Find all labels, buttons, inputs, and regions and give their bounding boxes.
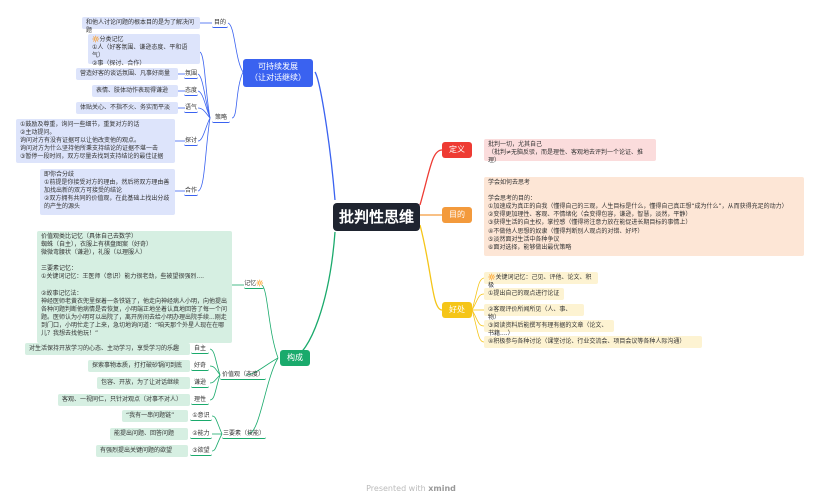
- element-text[interactable]: “我有一串问题链”: [122, 410, 188, 422]
- element-text[interactable]: 能提出问题、回答问题: [110, 428, 188, 440]
- central-topic[interactable]: 批判性思维: [333, 203, 420, 231]
- tone-label[interactable]: 语气: [184, 104, 198, 114]
- wire-center-sustain: [314, 71, 336, 201]
- record-text[interactable]: 🔆分类记忆 ①人（好客氛围、谦逊态度、平和语气） ②事（探讨、合作）: [88, 34, 200, 67]
- element-label[interactable]: ②能力: [190, 430, 212, 440]
- value-label[interactable]: 自主: [191, 345, 209, 355]
- topic-benefit[interactable]: 好处: [442, 302, 472, 318]
- memory-label[interactable]: 记忆🔆: [244, 280, 264, 290]
- strategy-label[interactable]: 策略: [212, 114, 230, 124]
- footer-brand: xmind: [428, 484, 456, 493]
- attitude-label[interactable]: 态度: [184, 87, 198, 97]
- footer-prefix: Presented with: [366, 484, 426, 493]
- explore-label[interactable]: 探讨: [184, 137, 198, 147]
- topic-sustainable-development[interactable]: 可持续发展 （让对话继续）: [243, 59, 313, 87]
- coop-text[interactable]: 即你合分歧 ①前提是你接受对方的理由，然后将双方理由善 加找出新的双方可接受的结…: [40, 169, 175, 215]
- memory-text[interactable]: 价值观类比记忆（具体自己去数学） 蜘蛛（自主），衣服上有棋盘图案（好奇） 微微弯…: [37, 231, 232, 343]
- wire-center-benefit: [419, 224, 443, 311]
- benefit-item[interactable]: ③阅读资料后能撰写有理有据的文章（论文、书籍....）: [484, 320, 614, 337]
- goal-text[interactable]: 和他人讨论问题的根本目的是为了解决问题: [82, 17, 200, 34]
- topic-definition[interactable]: 定义: [442, 142, 472, 158]
- element-text[interactable]: 有强烈提出关键问题的欲望: [96, 445, 188, 457]
- element-label[interactable]: ①意识: [190, 412, 212, 422]
- definition-text[interactable]: 批判一切，尤其自己 （批判≠无脑反驳，而是理性、客观地去评判一个论证、推理）: [484, 139, 656, 164]
- goal-label[interactable]: 目的: [212, 19, 228, 29]
- elements-label[interactable]: 三要素（技能）: [222, 430, 266, 440]
- value-text[interactable]: 客观、一视同仁，只针对观点（对事不对人）: [58, 394, 190, 406]
- explore-text[interactable]: ①鼓励及尊重，询问一些细节，重复对方的话 ②主动提问。 询问对方有没有证据可以让…: [16, 119, 175, 163]
- value-label[interactable]: 理性: [191, 396, 209, 406]
- value-label[interactable]: 好奇: [191, 362, 209, 372]
- value-text[interactable]: 对生活保持开放学习的心态、主动学习，享受学习的乐趣: [25, 343, 190, 355]
- topic-composition[interactable]: 构成: [280, 350, 310, 366]
- attitude-text[interactable]: 表情、肢体动作表现得谦逊: [92, 85, 178, 97]
- tone-text[interactable]: 体贴关心、不指不火、务实而平淡: [76, 102, 178, 114]
- purpose-text[interactable]: 学会如何去思考 学会思考的目的： ①加速成为真正的自我（懂得自己的三观，人生目标…: [484, 177, 804, 256]
- element-label[interactable]: ③欲望: [190, 447, 212, 457]
- wire-center-compose: [291, 231, 336, 359]
- benefit-item[interactable]: ④积极参与各种讨论（课堂讨论、行业交流会、项目会议等各种人际沟通）: [484, 336, 702, 348]
- value-text[interactable]: 探索事物本质，打打破砂锅问到底: [88, 360, 190, 372]
- atmosphere-label[interactable]: 氛围: [184, 70, 198, 80]
- wire-center-definition: [419, 149, 443, 206]
- topic-purpose[interactable]: 目的: [442, 207, 472, 223]
- benefit-item[interactable]: ①提出自己的观点进行论证: [484, 288, 564, 300]
- values-label[interactable]: 价值观（态度）: [220, 371, 266, 381]
- value-label[interactable]: 谦逊: [191, 379, 209, 389]
- footer: Presented with xmind: [0, 484, 822, 493]
- value-text[interactable]: 包容、开放，为了让对话继续: [97, 377, 190, 389]
- atmosphere-text[interactable]: 营造好客的谈话氛围、凡事好商量: [76, 68, 178, 80]
- coop-label[interactable]: 合作: [184, 187, 198, 197]
- benefit-item[interactable]: 🔆关键词记忆：己见、评他、论文、积极: [484, 272, 598, 289]
- benefit-item[interactable]: ②客观评价所闻所见（人、事、物）: [484, 304, 584, 321]
